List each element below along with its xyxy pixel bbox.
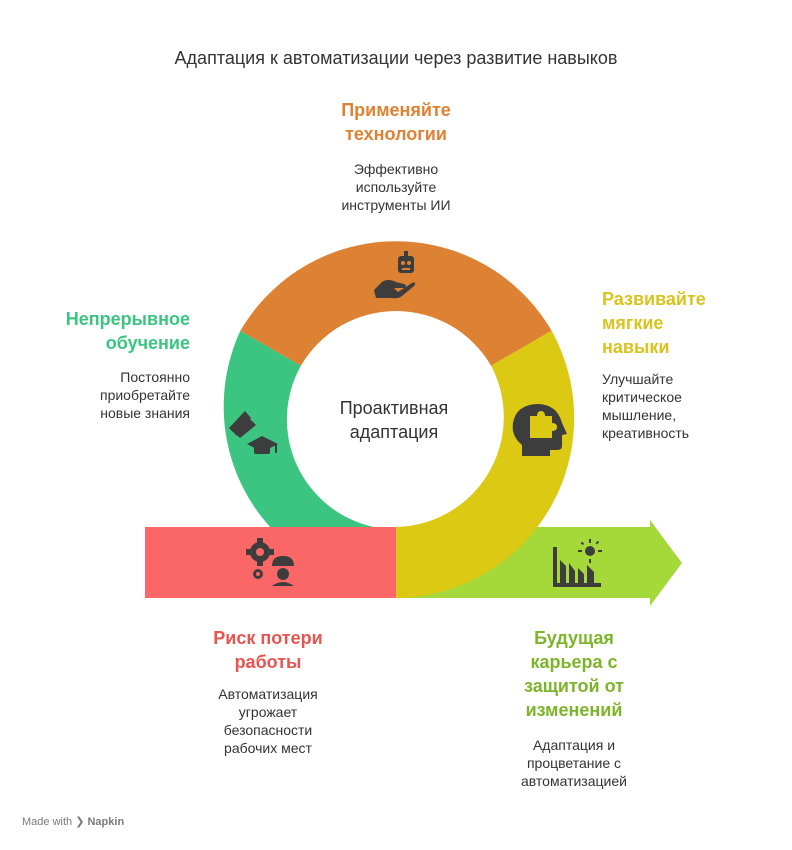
segment-risk: [145, 527, 397, 598]
desc-future: Адаптация и процветание с автоматизацией: [521, 737, 627, 789]
heading-tech: Применяйте технологии: [341, 100, 451, 144]
heading-learning: Непрерывное обучение: [65, 309, 190, 353]
heading-soft: Развивайте мягкие навыки: [602, 289, 706, 357]
desc-tech: Эффективно используйте инструменты ИИ: [341, 161, 451, 213]
segment-soft: [396, 330, 575, 598]
growth-sun-icon: [553, 539, 602, 587]
footer-brand: Napkin: [87, 816, 125, 828]
heading-risk: Риск потери работы: [213, 628, 323, 672]
footer: Made with ❯ Napkin: [22, 815, 124, 828]
desc-learning: Постоянно приобретайте новые знания: [99, 369, 190, 421]
desc-soft: Улучшайте критическое мышление, креативн…: [602, 371, 690, 441]
napkin-logo-icon: ❯: [75, 816, 85, 828]
gear-worker-icon: [246, 538, 294, 586]
segment-tech: [240, 241, 552, 366]
head-puzzle-icon: [512, 404, 567, 456]
heading-future: Будущая карьера с защитой от изменений: [524, 628, 624, 720]
desc-risk: Автоматизация угрожает безопасности рабо…: [218, 686, 318, 756]
page-title: Адаптация к автоматизации через развитие…: [174, 48, 618, 68]
robot-hand-icon: [374, 251, 416, 299]
footer-made-with: Made with: [22, 816, 73, 828]
center-label: Проактивная адаптация: [339, 398, 449, 442]
graduation-cap-icon: [229, 411, 278, 454]
segment-learning: [223, 330, 374, 527]
